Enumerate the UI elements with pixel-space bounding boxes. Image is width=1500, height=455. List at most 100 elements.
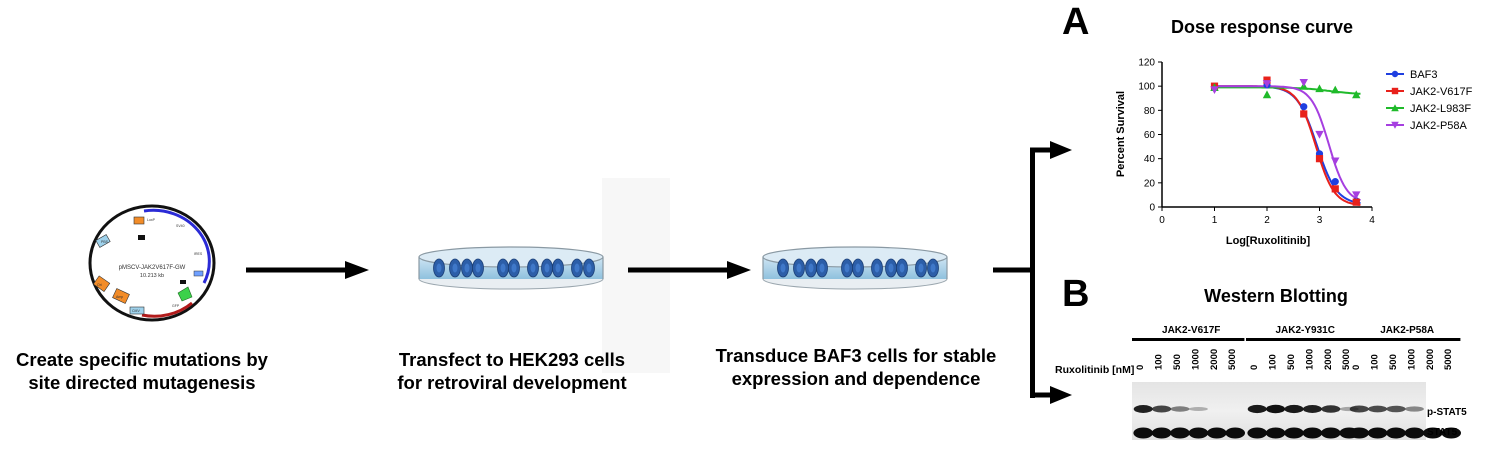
plasmid-feature-label: CMV (132, 309, 140, 313)
blot-dose-label: 1000 (1190, 349, 1201, 370)
blot-dose-label: 0 (1351, 365, 1362, 370)
dose-axis-label: Ruxolitinib [nM] (1055, 364, 1134, 376)
band-stat5 (1225, 427, 1245, 439)
plasmid-feature-label: IRES (194, 252, 203, 256)
blot-dose-label: 1000 (1406, 349, 1417, 370)
data-point (1210, 86, 1219, 94)
band-stat5 (1302, 427, 1323, 439)
cell-nucleus (555, 263, 561, 273)
cell-nucleus (452, 263, 458, 273)
plasmid-feature-label: Amp (116, 295, 123, 299)
plasmid-feature-label: GFP (172, 304, 180, 308)
blot-dose-label: 2000 (1425, 349, 1436, 370)
band-label-stat5: STAT5 (1427, 427, 1458, 438)
arrow-step-2-shaft (628, 267, 730, 273)
band-pstat5 (1321, 405, 1341, 413)
band-stat5 (1151, 427, 1172, 439)
cell-nucleus (544, 263, 550, 273)
western-blot: JAK2-V617F 0 100 500 1000 2000 5000 JAK2-Y931C 0… (1132, 325, 1461, 440)
step-1-caption-line2: site directed mutagenesis (28, 372, 255, 393)
step-2-caption-line1: Transfect to HEK293 cells (399, 349, 625, 370)
plasmid-name: pMSCV-JAK2V617F-GW (119, 265, 186, 271)
cell-nucleus (918, 263, 924, 273)
data-point (1391, 121, 1399, 129)
blot-group-label: JAK2-P58A (1380, 325, 1434, 336)
y-tick-label: 20 (1144, 178, 1156, 189)
band-stat5 (1441, 427, 1461, 439)
band-stat5 (1133, 427, 1153, 439)
cell-nucleus (511, 263, 517, 273)
x-tick-label: 3 (1317, 215, 1323, 226)
legend-label: JAK2-V617F (1410, 86, 1473, 98)
data-point (1262, 80, 1272, 88)
band-pstat5 (1133, 405, 1153, 413)
background-shade (602, 178, 670, 373)
chart-title: Dose response curve (1171, 17, 1353, 37)
data-point (1352, 90, 1361, 99)
blot-group-bar (1348, 338, 1461, 341)
band-pstat5 (1284, 404, 1304, 414)
blot-dose-label: 0 (1249, 365, 1260, 370)
data-point (1391, 70, 1399, 78)
step-3-caption-line1: Transduce BAF3 cells for stable (716, 345, 997, 366)
band-stat5 (1284, 427, 1304, 439)
data-point (1315, 155, 1324, 163)
band-pstat5 (1152, 405, 1172, 413)
panel-b-letter: B (1062, 273, 1089, 315)
band-pstat5 (1170, 406, 1190, 412)
legend-label: JAK2-P58A (1410, 120, 1468, 132)
band-pstat5 (1368, 405, 1388, 413)
blot-group-label: JAK2-V617F (1162, 325, 1220, 336)
band-pstat5 (1188, 406, 1208, 412)
x-tick-label: 2 (1264, 215, 1270, 226)
band-pstat5 (1404, 406, 1424, 412)
cell-nucleus (500, 263, 506, 273)
arrow-step-1-head (345, 261, 369, 279)
blot-dose-label: 5000 (1341, 349, 1352, 370)
band-pstat5 (1302, 405, 1322, 413)
blot-group-bar (1246, 338, 1359, 341)
blot-dose-label: 5000 (1443, 349, 1454, 370)
cell-nucleus (819, 263, 825, 273)
cell-nucleus (844, 263, 850, 273)
x-tick-label: 1 (1212, 215, 1218, 226)
cell-nucleus (586, 263, 592, 273)
data-point (1300, 103, 1308, 111)
panel-a-letter: A (1062, 1, 1089, 43)
fit-curve (1214, 85, 1361, 202)
blot-dose-label: 500 (1286, 354, 1297, 370)
data-point (1299, 78, 1308, 87)
y-tick-label: 120 (1138, 58, 1155, 69)
y-tick-label: 80 (1144, 106, 1156, 117)
band-label-pstat5: p-STAT5 (1427, 407, 1467, 418)
band-stat5 (1404, 427, 1425, 439)
legend-label: BAF3 (1410, 69, 1438, 81)
blot-dose-label: 5000 (1227, 349, 1238, 370)
blot-group-label: JAK2-Y931C (1275, 325, 1334, 336)
blot-dose-label: 100 (1268, 354, 1279, 370)
data-point (1331, 157, 1340, 166)
data-point (1391, 87, 1399, 95)
blot-dose-label: 500 (1172, 354, 1183, 370)
blot-dose-label: 1000 (1304, 349, 1315, 370)
y-tick-label: 0 (1149, 203, 1155, 214)
y-tick-label: 40 (1144, 154, 1156, 165)
blot-dose-label: 100 (1154, 354, 1165, 370)
band-pstat5 (1386, 405, 1406, 413)
plasmid-map: pMSCV-JAK2V617F-GW 10.213 kb LoxP PBS SV… (88, 204, 216, 322)
arrow-to-a-head (1050, 141, 1072, 159)
chart-data-points (1210, 76, 1361, 206)
arrow-step-2-head (727, 261, 751, 279)
x-tick-label: 0 (1159, 215, 1165, 226)
step-1-caption-line1: Create specific mutations by (16, 349, 269, 370)
petri-dish-baf3 (762, 246, 948, 290)
band-pstat5 (1349, 405, 1369, 413)
band-stat5 (1188, 427, 1209, 439)
plasmid-feature-label: SV40 (176, 224, 185, 228)
data-point (1262, 90, 1272, 99)
blot-group-bar (1132, 338, 1245, 341)
band-stat5 (1265, 427, 1286, 439)
arrow-to-b-shaft (1030, 392, 1052, 398)
